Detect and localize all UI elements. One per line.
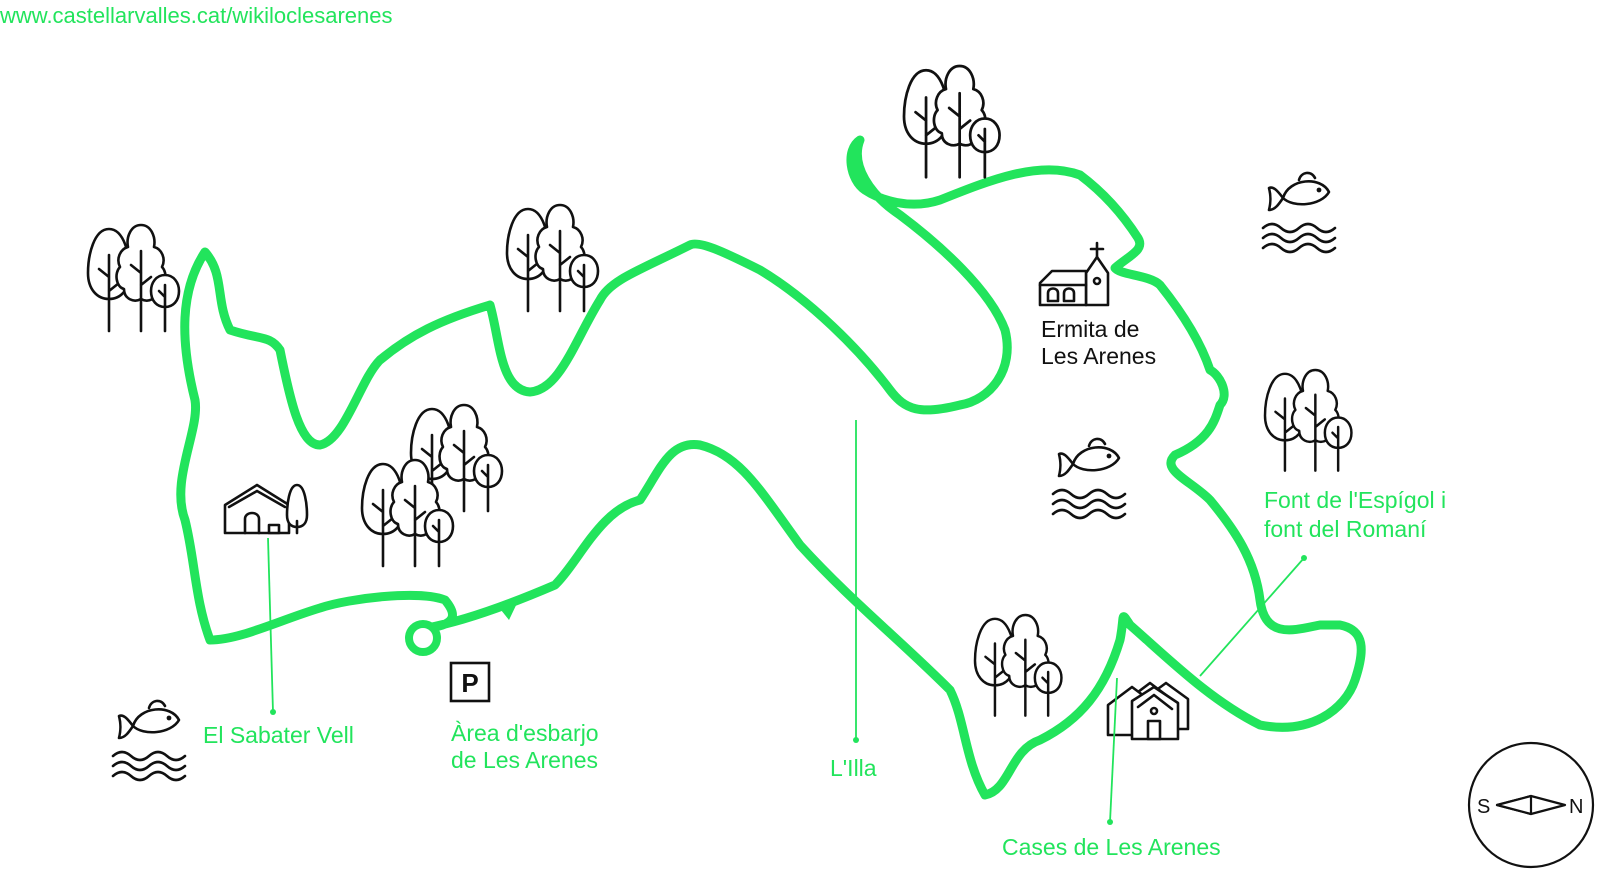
route-loop: [176, 135, 1366, 800]
label-el-sabater-vell: El Sabater Vell: [203, 722, 354, 748]
parking-letter: P: [461, 668, 478, 698]
route-direction-arrow: [497, 597, 520, 620]
houses-icon: [1106, 681, 1190, 741]
fish-water-icon: [1051, 437, 1127, 520]
label-cases-de-les-arenes: Cases de Les Arenes: [1002, 834, 1221, 860]
route-start-marker[interactable]: [405, 620, 441, 656]
compass-icon: S N: [1467, 741, 1595, 869]
tree-cluster-icon: [505, 203, 600, 313]
label-font-line1: Font de l'Espígol i: [1264, 487, 1446, 513]
fish-water-icon: [1261, 171, 1337, 254]
website-url[interactable]: www.castellarvalles.cat/wikiloclesarenes: [0, 3, 392, 28]
leader-lines: [267, 420, 1307, 825]
farmhouse-icon: [223, 483, 309, 535]
tree-cluster-icon: [1263, 368, 1353, 472]
church-icon: [1038, 241, 1110, 307]
label-font-line2: font del Romaní: [1264, 516, 1427, 542]
fish-water-icon: [111, 699, 187, 782]
compass-label-n: N: [1569, 796, 1583, 818]
label-area-esbarjo-line1: Àrea d'esbarjo: [451, 720, 599, 746]
label-area-esbarjo-line2: de Les Arenes: [451, 747, 598, 773]
tree-cluster-icon: [973, 613, 1063, 717]
tree-cluster-icon: [902, 64, 1001, 179]
compass-label-s: S: [1477, 796, 1490, 818]
tree-cluster-icon: [86, 223, 181, 333]
label-ermita-line2: Les Arenes: [1041, 343, 1156, 369]
parking-icon[interactable]: P: [449, 661, 491, 703]
label-ermita-line1: Ermita de: [1041, 316, 1139, 342]
label-lilla: L'Illa: [830, 755, 877, 781]
